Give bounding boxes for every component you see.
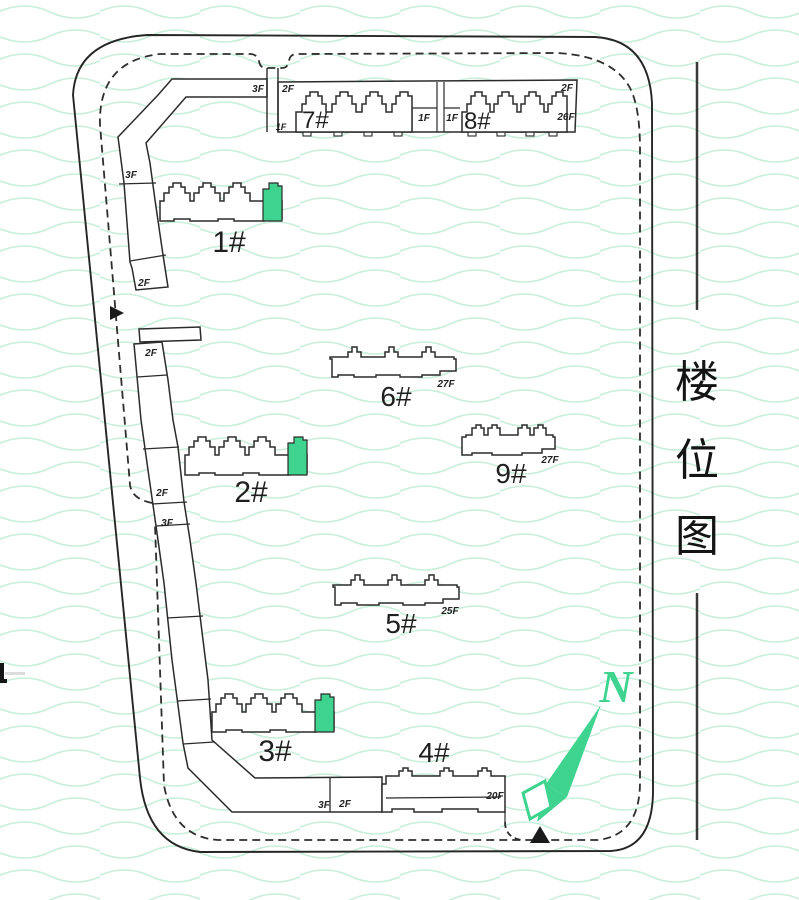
building-labels: 1# 2# 3# 4# 5# 6# 7# 8# 9#: [212, 107, 527, 768]
floor-label: 27F: [540, 455, 559, 466]
site-boundary-dashed: [99, 52, 641, 841]
floor-label: 2F: [338, 799, 352, 810]
floor-label: 1F: [276, 122, 287, 132]
building-9[interactable]: [461, 424, 556, 456]
floor-label: 2F: [137, 278, 151, 289]
title-char-1: 楼: [675, 358, 719, 407]
building-2[interactable]: [184, 436, 308, 476]
building-7[interactable]: [295, 91, 413, 133]
title-char-3: 图: [675, 512, 719, 561]
marker-triangle-bottom: [530, 826, 550, 843]
boundary-connector-dashed: [504, 821, 522, 841]
floor-label: 27F: [436, 379, 455, 390]
building-label-5[interactable]: 5#: [385, 608, 417, 639]
floor-label: 3F: [125, 170, 138, 181]
building-5[interactable]: [332, 574, 460, 606]
site-boundary-solid: [72, 34, 654, 853]
podium-strip-left: [133, 326, 383, 813]
highlight-unit-3[interactable]: [314, 693, 335, 733]
building-1[interactable]: [159, 182, 283, 222]
floor-label: 2F: [560, 83, 574, 94]
podium-strip-topleft: [117, 78, 268, 291]
building-label-9[interactable]: 9#: [495, 458, 527, 489]
building-label-4[interactable]: 4#: [418, 737, 450, 768]
floor-labels: 3F 2F 1F 1F 1F 2F 26F 3F 2F 2F 2F 3F 27F…: [125, 83, 575, 811]
floor-label: 26F: [556, 112, 575, 123]
floor-label: 2F: [144, 348, 158, 359]
building-label-2[interactable]: 2#: [234, 476, 268, 509]
building-label-1[interactable]: 1#: [212, 226, 246, 259]
marker-triangle-left: [110, 306, 124, 320]
compass-needle-blade: [546, 705, 601, 797]
building-8[interactable]: [461, 91, 568, 133]
building-3[interactable]: [211, 693, 335, 733]
floor-label: 1F: [418, 113, 431, 124]
building-6[interactable]: [329, 346, 457, 378]
building-label-7[interactable]: 7#: [302, 107, 329, 134]
floor-label: 1F: [446, 113, 459, 124]
floor-label: 3F: [318, 800, 331, 811]
floor-label: 20F: [485, 791, 504, 802]
floor-label: 25F: [440, 606, 459, 617]
building-label-8[interactable]: 8#: [464, 108, 491, 135]
highlight-unit-1[interactable]: [262, 182, 283, 222]
title-char-2: 位: [675, 436, 719, 485]
compass: N: [521, 661, 634, 822]
floor-label: 3F: [252, 84, 265, 95]
highlight-unit-2[interactable]: [287, 436, 308, 476]
compass-north-label: N: [598, 661, 634, 712]
compass-needle-diamond: [521, 778, 553, 822]
building-4[interactable]: [381, 767, 506, 822]
floor-label: 2F: [155, 488, 169, 499]
floor-label: 3F: [161, 518, 174, 529]
title-block: 楼 位 图: [675, 62, 719, 840]
edge-artifact: [0, 663, 25, 683]
building-label-3[interactable]: 3#: [258, 735, 292, 768]
building-label-6[interactable]: 6#: [380, 381, 412, 412]
floor-label: 2F: [281, 84, 295, 95]
